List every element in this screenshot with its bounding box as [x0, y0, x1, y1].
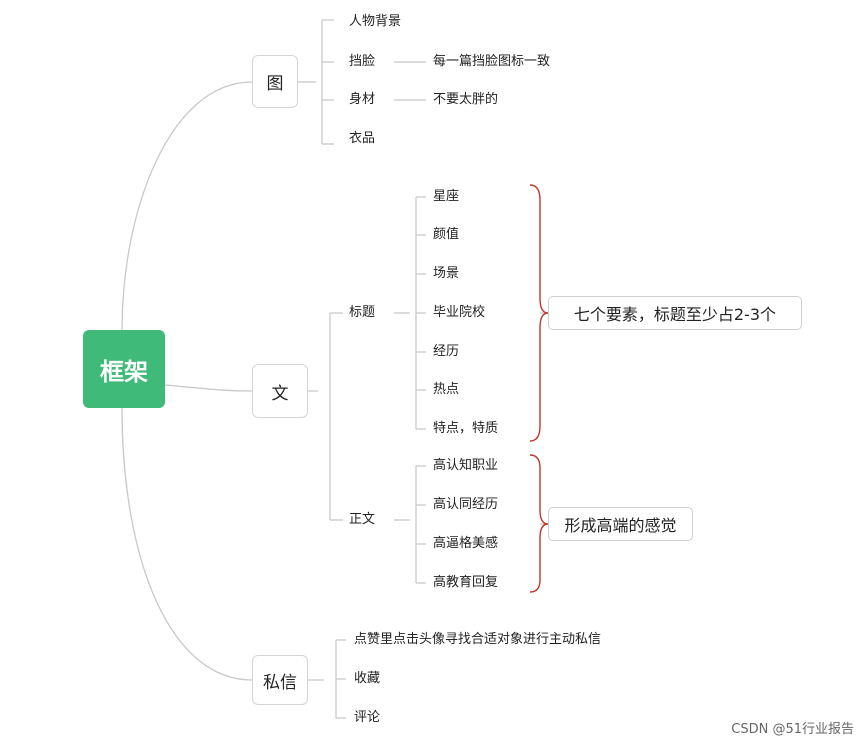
body-item: 高认知职业 [433, 458, 499, 473]
connector-body [394, 465, 426, 584]
tu-item-face: 挡脸 [349, 54, 376, 69]
summary-title[interactable]: 七个要素，标题至少占2-3个 [548, 296, 802, 330]
summary-body[interactable]: 形成高端的感觉 [548, 507, 693, 541]
connector-sixin [308, 639, 346, 719]
wen-title-label: 标题 [349, 305, 376, 320]
title-item: 颜值 [433, 227, 460, 242]
sixin-item: 收藏 [354, 671, 381, 686]
connector-title [394, 196, 426, 430]
connector-root-wen [164, 384, 253, 392]
note-face: 每一篇挡脸图标一致 [433, 54, 551, 69]
brace-title [529, 184, 549, 442]
tu-item-bg: 人物背景 [349, 14, 402, 29]
tu-item-clothes: 衣品 [349, 131, 376, 146]
connector-tu-notes [394, 61, 426, 101]
title-item: 星座 [433, 189, 460, 204]
node-wen[interactable]: 文 [252, 364, 308, 418]
node-sixin[interactable]: 私信 [252, 655, 308, 705]
brace-body [529, 454, 549, 593]
note-body: 不要太胖的 [433, 92, 499, 107]
connector-wen [308, 312, 343, 521]
node-tu[interactable]: 图 [252, 55, 298, 108]
connector-tu [298, 19, 334, 145]
title-item: 场景 [433, 266, 460, 281]
title-item: 特点，特质 [433, 421, 499, 436]
body-item: 高教育回复 [433, 575, 499, 590]
connector-root-tu [121, 81, 253, 331]
sixin-item: 点赞里点击头像寻找合适对象进行主动私信 [354, 632, 602, 647]
watermark: CSDN @51行业报告 [731, 722, 854, 737]
tu-item-body: 身材 [349, 92, 376, 107]
title-item: 经历 [433, 344, 460, 359]
root-node[interactable]: 框架 [83, 330, 165, 408]
title-item: 毕业院校 [433, 305, 486, 320]
body-item: 高认同经历 [433, 497, 499, 512]
body-item: 高逼格美感 [433, 536, 499, 551]
connector-root-sixin [121, 407, 253, 681]
wen-body-label: 正文 [349, 512, 376, 527]
title-item: 热点 [433, 382, 460, 397]
sixin-item: 评论 [354, 710, 381, 725]
